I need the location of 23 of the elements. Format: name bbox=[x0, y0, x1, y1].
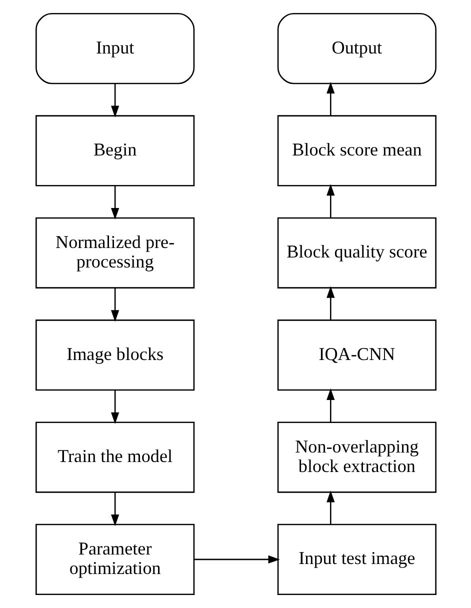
arrow bbox=[110, 390, 119, 424]
arrow bbox=[110, 84, 119, 118]
node-box: Normalized pre-processing bbox=[35, 217, 194, 288]
node-box: Block score mean bbox=[276, 115, 436, 186]
node-box: IQA-CNN bbox=[276, 320, 436, 391]
arrow bbox=[326, 388, 334, 422]
node-box: Input test image bbox=[276, 524, 436, 596]
node-box: Output bbox=[276, 12, 436, 84]
arrow bbox=[110, 288, 119, 322]
node-box: Parameter optimization bbox=[35, 524, 194, 596]
arrow bbox=[326, 490, 334, 524]
arrow bbox=[110, 492, 119, 526]
node-box: Image blocks bbox=[35, 320, 194, 391]
node-box: Input bbox=[35, 12, 194, 84]
node-box: Non-overlapping block extraction bbox=[276, 422, 436, 493]
arrow bbox=[326, 184, 334, 218]
node-box: Train the model bbox=[35, 422, 194, 493]
node-box: Block quality score bbox=[276, 217, 436, 288]
node-box: Begin bbox=[35, 115, 194, 186]
arrow bbox=[110, 186, 119, 220]
arrow bbox=[326, 286, 334, 320]
arrow bbox=[194, 555, 280, 564]
arrow bbox=[326, 82, 334, 116]
